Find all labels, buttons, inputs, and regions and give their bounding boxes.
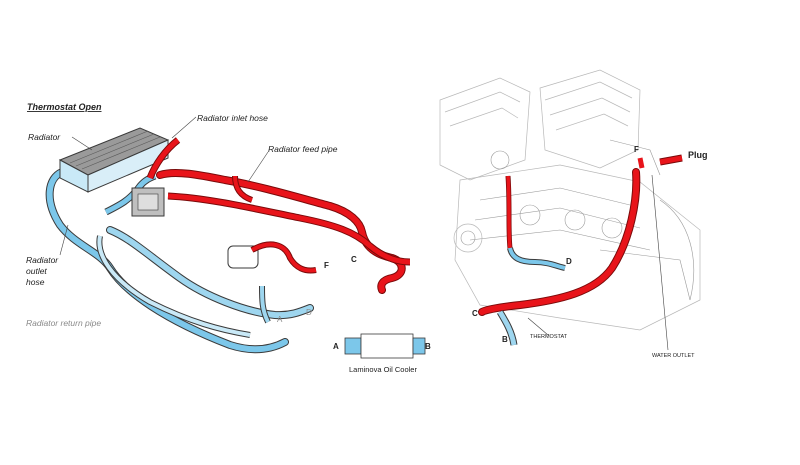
right-port-b-label: B xyxy=(502,335,508,344)
label-radiator-outlet-hose-3: hose xyxy=(26,277,45,287)
label-radiator-outlet-hose-1: Radiator xyxy=(26,255,59,265)
hot-hose xyxy=(478,154,683,316)
port-a-label: A xyxy=(277,315,283,324)
right-port-c-label: C xyxy=(472,309,478,318)
port-c-label: C xyxy=(351,255,357,264)
radiator xyxy=(58,127,170,193)
thermostat-housing xyxy=(131,187,165,217)
label-radiator: Radiator xyxy=(28,132,61,142)
radiator-inlet-hose xyxy=(146,137,181,180)
oil-cooler-port-a-label: A xyxy=(333,342,339,351)
label-water-outlet: WATER OUTLET xyxy=(652,353,695,359)
left-diagram: Thermostat Open Radiator Radiator inlet … xyxy=(26,102,431,374)
oil-cooler-caption: Laminova Oil Cooler xyxy=(349,365,417,374)
right-port-f-label: F xyxy=(634,145,639,154)
port-f-label: F xyxy=(324,261,329,270)
label-thermostat: THERMOSTAT xyxy=(530,334,568,340)
laminova-oil-cooler xyxy=(344,333,426,359)
right-diagram: Plug F D C B THERMOSTAT WATER OUTLET xyxy=(439,69,708,359)
label-radiator-inlet-hose: Radiator inlet hose xyxy=(197,113,268,123)
engine-sketch xyxy=(439,69,701,331)
right-port-d-label: D xyxy=(566,257,572,266)
expansion-tank xyxy=(227,241,317,274)
radiator-return-pipe xyxy=(45,168,314,354)
radiator-feed-pipe xyxy=(156,168,411,294)
cold-hose xyxy=(496,247,566,346)
oil-cooler-port-b-label: B xyxy=(425,342,431,351)
diagram-title: Thermostat Open xyxy=(27,102,102,112)
port-d-label: D xyxy=(306,308,312,317)
label-radiator-outlet-hose-2: outlet xyxy=(26,266,47,276)
label-plug: Plug xyxy=(688,150,708,160)
label-radiator-return-pipe: Radiator return pipe xyxy=(26,318,101,328)
label-radiator-feed-pipe: Radiator feed pipe xyxy=(268,144,338,154)
